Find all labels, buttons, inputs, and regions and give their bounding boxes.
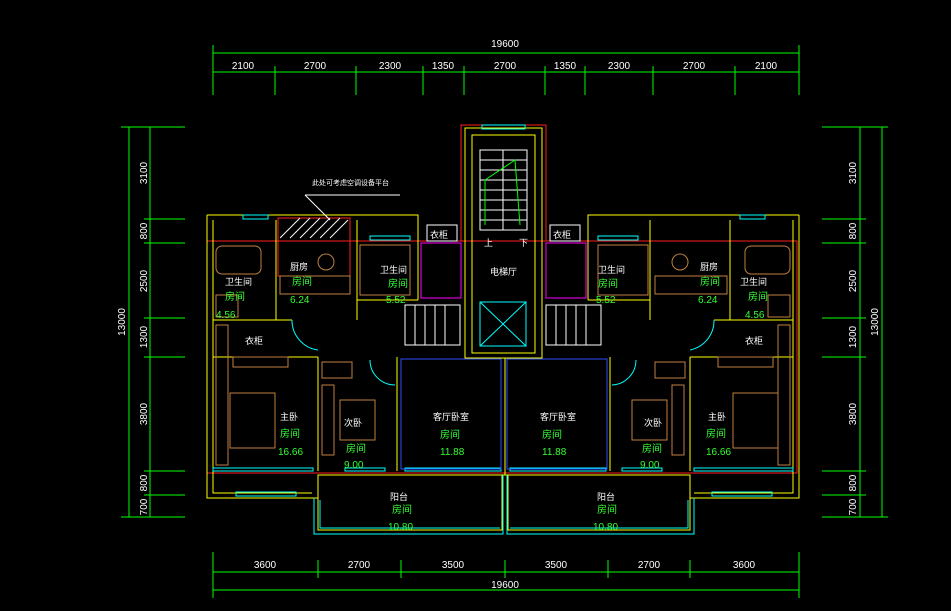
room-name: 卫生间 <box>598 264 625 276</box>
room-area: 5.52 <box>386 295 406 306</box>
right-dim: 3100 <box>848 161 859 184</box>
room-label: 房间 <box>225 290 245 303</box>
left-dim: 1300 <box>139 325 150 348</box>
room-name: 厨房 <box>290 261 308 273</box>
bottom-dim: 2700 <box>348 560 371 571</box>
room-label: 房间 <box>392 503 412 516</box>
room-name: 客厅卧室 <box>540 411 576 423</box>
room-area: 4.56 <box>216 310 236 321</box>
top-dim: 1350 <box>554 61 577 72</box>
room-label: 房间 <box>700 275 720 288</box>
room-name: 次卧 <box>644 417 662 429</box>
room-area: 9.00 <box>640 460 660 471</box>
left-dim: 3100 <box>139 161 150 184</box>
bottom-dim: 3600 <box>254 560 277 571</box>
room-label: 房间 <box>346 442 366 455</box>
top-dim: 1350 <box>432 61 455 72</box>
right-dim: 2500 <box>848 269 859 292</box>
room-name: 主卧 <box>708 411 726 423</box>
left-dim: 3800 <box>139 402 150 425</box>
room-area: 6.24 <box>290 295 310 306</box>
stair-up-label: 上 <box>484 238 493 249</box>
left-dim: 800 <box>139 222 150 239</box>
room-label: 房间 <box>280 427 300 440</box>
room-name: 厨房 <box>700 261 718 273</box>
top-total-dim: 19600 <box>491 39 519 50</box>
room-label: 房间 <box>706 427 726 440</box>
room-area: 6.24 <box>698 295 718 306</box>
room-area: 4.56 <box>745 310 765 321</box>
ac-platform: 此处可考虑空调设备平台 <box>277 178 400 277</box>
room-name: 阳台 <box>597 491 615 503</box>
top-dim: 2700 <box>494 61 517 72</box>
right-dim: 700 <box>848 498 859 515</box>
windows <box>212 124 794 535</box>
room-label: 房间 <box>542 428 562 441</box>
left-dimension-chain: 13000 3100 800 2500 1300 3800 800 700 <box>117 126 185 518</box>
room-label: 房间 <box>597 503 617 516</box>
bottom-dim: 3500 <box>442 560 465 571</box>
furniture <box>215 244 791 466</box>
room-area: 16.66 <box>706 447 731 458</box>
room-name: 衣柜 <box>245 335 263 347</box>
service-lines <box>400 242 608 470</box>
left-dim: 800 <box>139 474 150 491</box>
room-label: 房间 <box>642 442 662 455</box>
room-name: 卫生间 <box>225 276 252 288</box>
room-label: 房间 <box>440 428 460 441</box>
room-area: 11.88 <box>542 447 567 458</box>
room-labels: 厨房 房间 6.24 卫生间 房间 4.56 衣柜 主卧 房间 16.66 次卧… <box>216 229 768 533</box>
bottom-dim: 2700 <box>638 560 661 571</box>
top-dim: 2300 <box>608 61 631 72</box>
room-label: 房间 <box>598 277 618 290</box>
right-dim: 1300 <box>848 325 859 348</box>
room-name: 阳台 <box>390 491 408 503</box>
bottom-total-dim: 19600 <box>491 580 519 591</box>
room-name: 次卧 <box>344 417 362 429</box>
room-name: 电梯厅 <box>490 266 517 278</box>
stair: 上 下 <box>404 149 602 346</box>
left-dim: 700 <box>139 498 150 515</box>
ac-platform-note: 此处可考虑空调设备平台 <box>312 178 389 187</box>
room-name: 衣柜 <box>553 229 571 241</box>
room-area: 10.80 <box>388 522 413 533</box>
right-dimension-chain: 13000 3100 800 2500 1300 3800 800 700 <box>822 126 888 518</box>
walls <box>206 127 800 531</box>
top-dim: 2700 <box>683 61 706 72</box>
right-total-dim: 13000 <box>870 308 881 336</box>
room-area: 10.80 <box>593 522 618 533</box>
room-name: 衣柜 <box>430 229 448 241</box>
left-total-dim: 13000 <box>117 308 128 336</box>
room-name: 卫生间 <box>740 276 767 288</box>
room-name: 卫生间 <box>380 264 407 276</box>
room-area: 9.00 <box>344 460 364 471</box>
room-label: 房间 <box>292 275 312 288</box>
room-label: 房间 <box>748 290 768 303</box>
right-dim: 800 <box>848 222 859 239</box>
room-name: 客厅卧室 <box>433 411 469 423</box>
room-area: 11.88 <box>440 447 465 458</box>
room-label: 房间 <box>388 277 408 290</box>
right-dim: 3800 <box>848 402 859 425</box>
room-name: 衣柜 <box>745 335 763 347</box>
room-name: 主卧 <box>280 411 298 423</box>
top-dim: 2100 <box>755 61 778 72</box>
room-area: 16.66 <box>278 447 303 458</box>
top-dim: 2300 <box>379 61 402 72</box>
top-dim: 2100 <box>232 61 255 72</box>
bottom-dimension-chain: 3600 2700 3500 3500 2700 3600 19600 <box>212 552 800 598</box>
top-dim: 2700 <box>304 61 327 72</box>
top-dimension-chain: 19600 2100 2700 2300 1350 2700 1350 2300… <box>212 39 800 95</box>
stair-down-label: 下 <box>519 239 528 249</box>
bottom-dim: 3600 <box>733 560 756 571</box>
room-area: 5.52 <box>596 295 616 306</box>
left-dim: 2500 <box>139 269 150 292</box>
bottom-dim: 3500 <box>545 560 568 571</box>
right-dim: 800 <box>848 474 859 491</box>
